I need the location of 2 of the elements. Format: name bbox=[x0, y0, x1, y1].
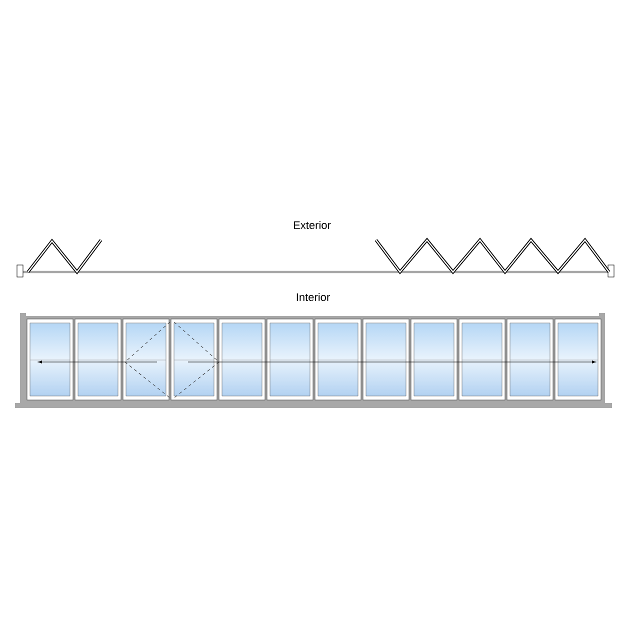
side-label: Exterior bbox=[294, 220, 331, 230]
side-label: Interior bbox=[296, 292, 330, 302]
